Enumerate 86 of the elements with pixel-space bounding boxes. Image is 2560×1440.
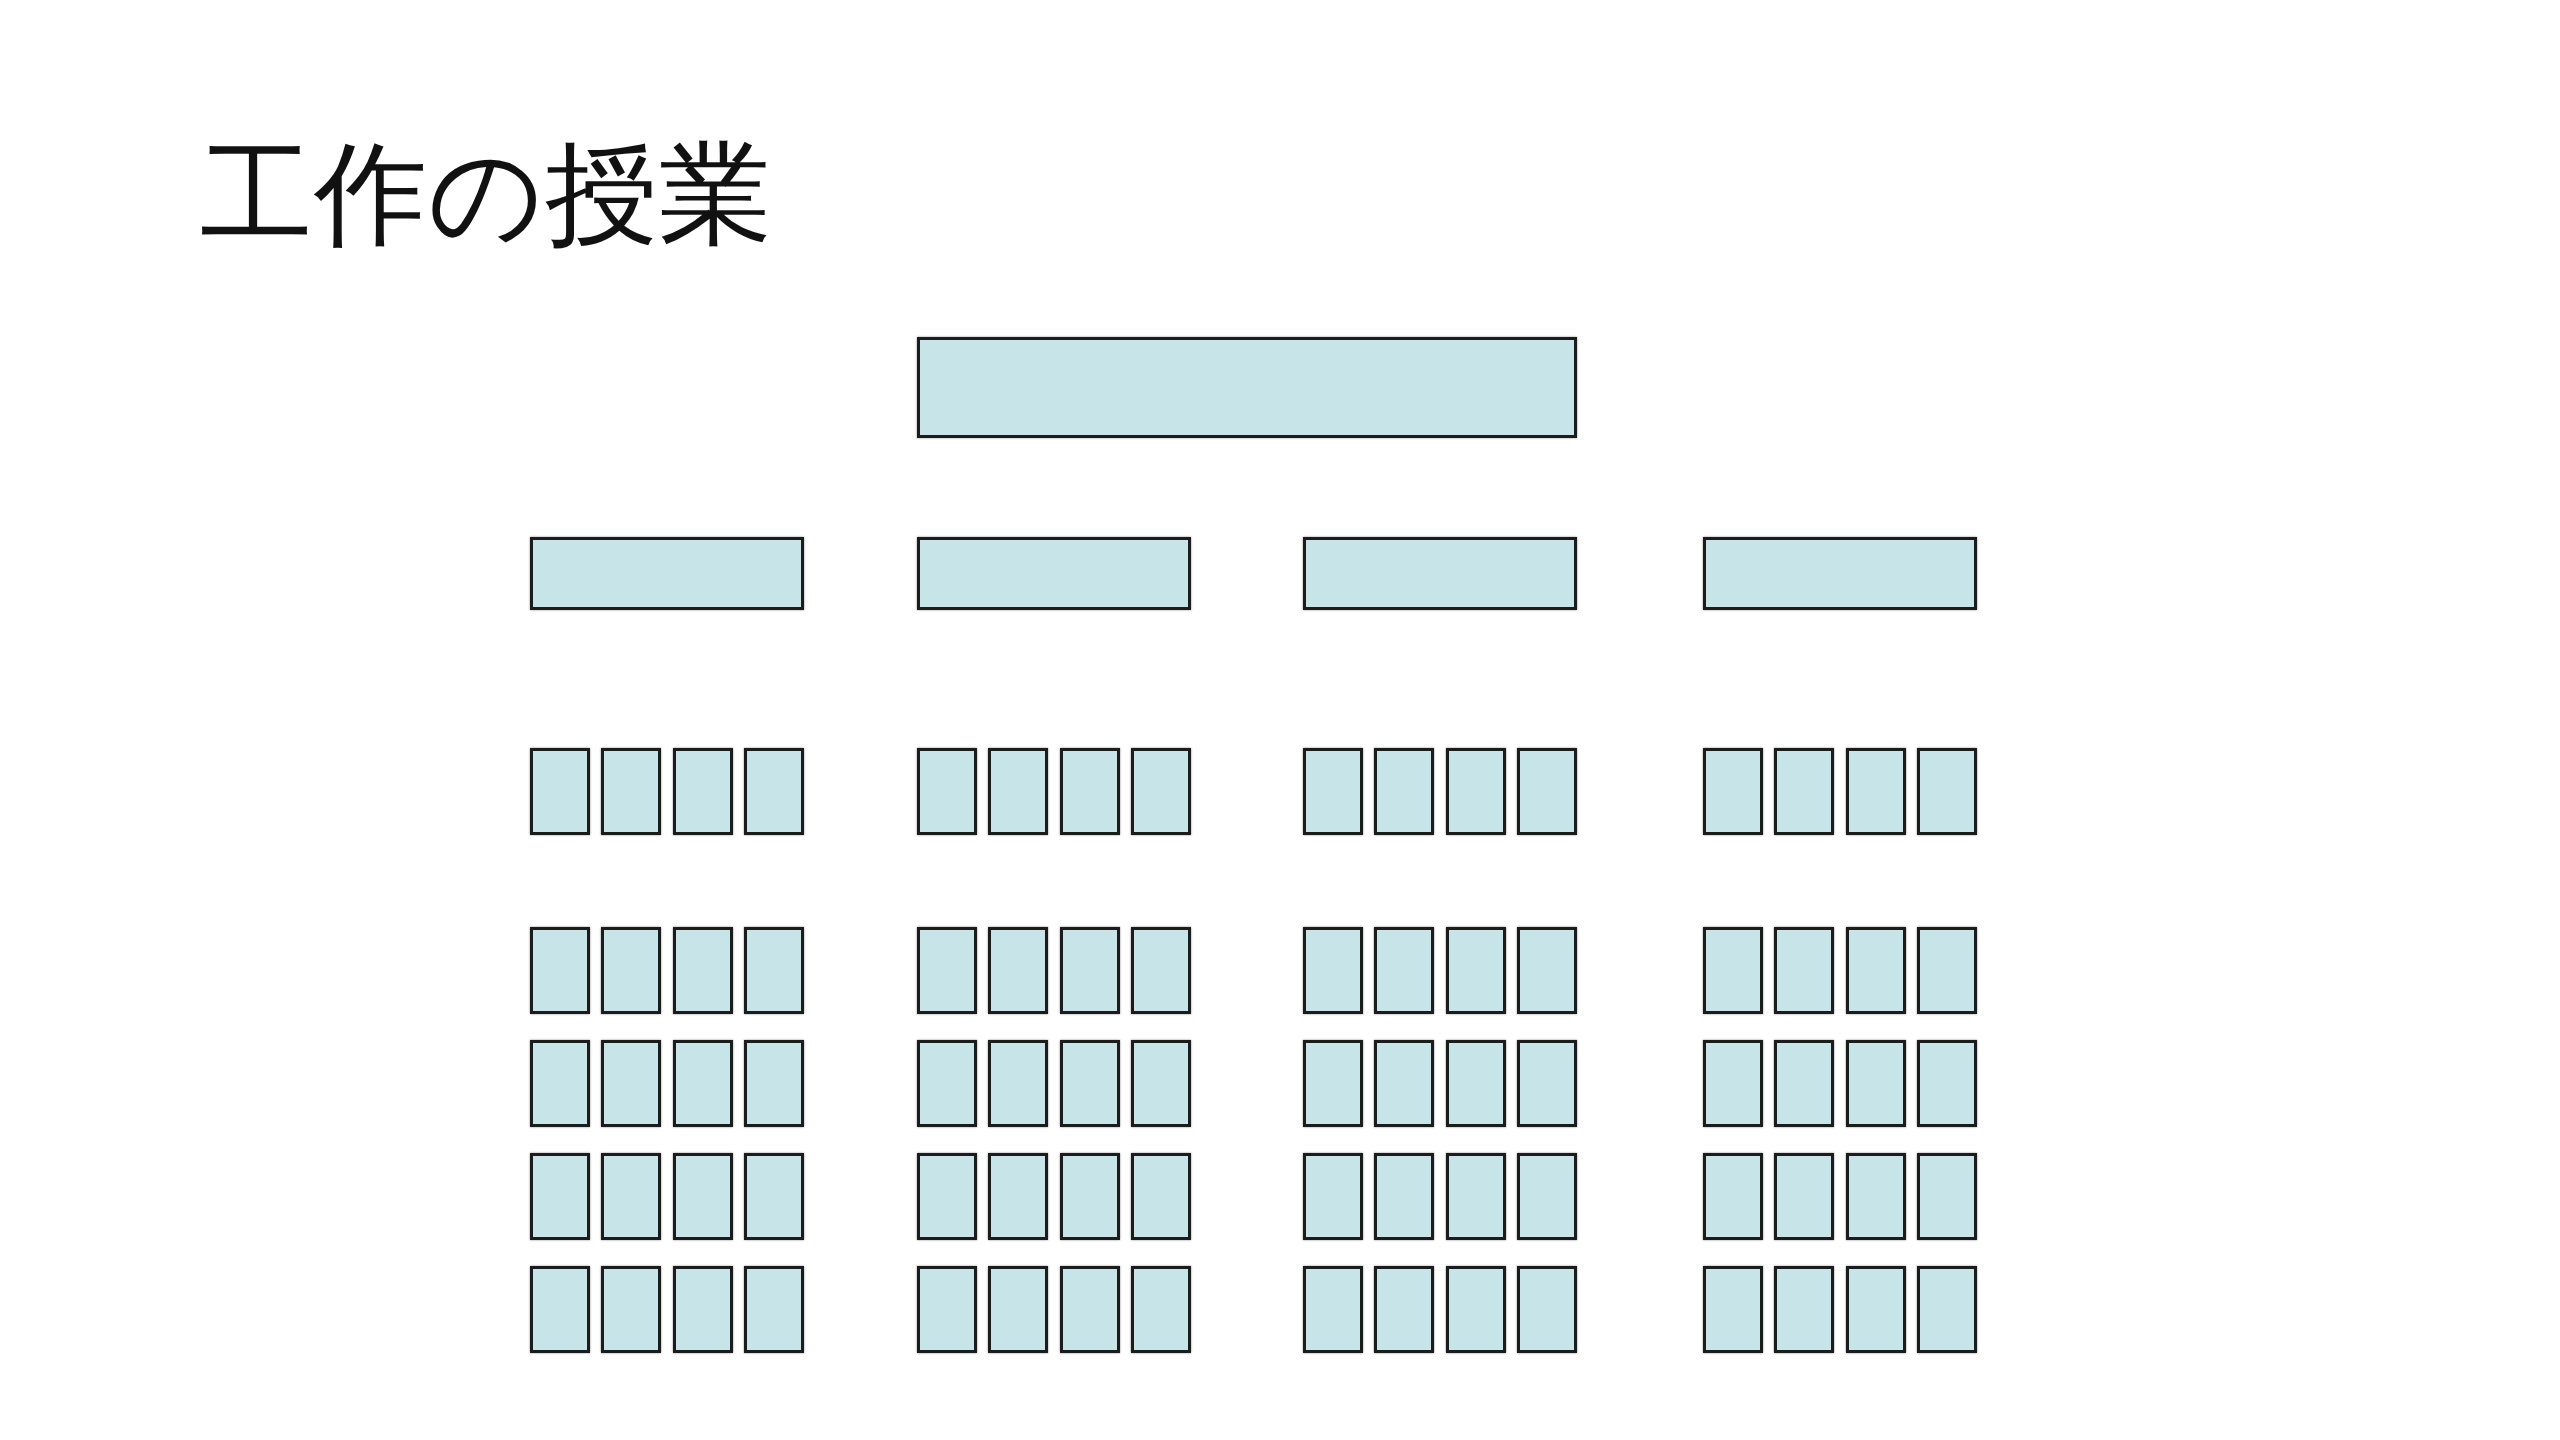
student-desk [1131, 748, 1191, 835]
student-desk [988, 927, 1048, 1014]
student-desk [1517, 927, 1577, 1014]
student-desk [744, 748, 804, 835]
student-desk [1846, 927, 1906, 1014]
student-desk [917, 927, 977, 1014]
student-desk [1446, 1266, 1506, 1353]
student-desk [917, 748, 977, 835]
student-desk [1303, 1266, 1363, 1353]
student-desk [1131, 1153, 1191, 1240]
student-desk [1374, 927, 1434, 1014]
student-desk [1060, 1153, 1120, 1240]
student-desk [917, 1153, 977, 1240]
student-desk [1131, 927, 1191, 1014]
student-desk [1060, 1040, 1120, 1127]
student-desk [988, 1153, 1048, 1240]
work-table [917, 537, 1191, 610]
student-desk [1703, 748, 1763, 835]
student-desk [530, 1266, 590, 1353]
student-desk [1060, 748, 1120, 835]
work-table [1703, 537, 1977, 610]
student-desk [744, 1153, 804, 1240]
student-desk [744, 927, 804, 1014]
student-desk [673, 748, 733, 835]
student-desk [1774, 1266, 1834, 1353]
student-desk [1131, 1266, 1191, 1353]
student-desk [1846, 1153, 1906, 1240]
student-desk [601, 1266, 661, 1353]
student-desk [601, 1040, 661, 1127]
student-desk [1703, 927, 1763, 1014]
student-desk [1846, 1266, 1906, 1353]
student-desk [1374, 1153, 1434, 1240]
student-desk [917, 1266, 977, 1353]
student-desk [1774, 748, 1834, 835]
student-desk [1703, 1040, 1763, 1127]
student-desk [601, 927, 661, 1014]
student-desk [1131, 1040, 1191, 1127]
student-desk [1446, 1040, 1506, 1127]
title: 工作の授業 [200, 130, 773, 260]
student-desk [1774, 1040, 1834, 1127]
teacher-desk [917, 337, 1577, 438]
student-desk [673, 1040, 733, 1127]
student-desk [1374, 1040, 1434, 1127]
student-desk [988, 1266, 1048, 1353]
student-desk [1060, 927, 1120, 1014]
student-desk [1774, 927, 1834, 1014]
student-desk [1446, 1153, 1506, 1240]
student-desk [1517, 1040, 1577, 1127]
work-table [530, 537, 804, 610]
student-desk [1846, 1040, 1906, 1127]
student-desk [744, 1040, 804, 1127]
student-desk [530, 1040, 590, 1127]
student-desk [673, 927, 733, 1014]
student-desk [1517, 748, 1577, 835]
student-desk [917, 1040, 977, 1127]
student-desk [1303, 927, 1363, 1014]
student-desk [1703, 1266, 1763, 1353]
student-desk [530, 748, 590, 835]
student-desk [1917, 1040, 1977, 1127]
student-desk [530, 1153, 590, 1240]
work-table [1303, 537, 1577, 610]
student-desk [1517, 1153, 1577, 1240]
student-desk [1446, 748, 1506, 835]
student-desk [1846, 748, 1906, 835]
student-desk [1917, 1266, 1977, 1353]
student-desk [1303, 748, 1363, 835]
student-desk [673, 1266, 733, 1353]
student-desk [1917, 1153, 1977, 1240]
student-desk [601, 748, 661, 835]
student-desk [1446, 927, 1506, 1014]
student-desk [1917, 927, 1977, 1014]
student-desk [1060, 1266, 1120, 1353]
student-desk [1303, 1040, 1363, 1127]
student-desk [530, 927, 590, 1014]
student-desk [744, 1266, 804, 1353]
student-desk [1517, 1266, 1577, 1353]
student-desk [1303, 1153, 1363, 1240]
student-desk [988, 748, 1048, 835]
student-desk [1374, 1266, 1434, 1353]
student-desk [1374, 748, 1434, 835]
student-desk [1917, 748, 1977, 835]
student-desk [1774, 1153, 1834, 1240]
student-desk [673, 1153, 733, 1240]
student-desk [601, 1153, 661, 1240]
student-desk [988, 1040, 1048, 1127]
student-desk [1703, 1153, 1763, 1240]
